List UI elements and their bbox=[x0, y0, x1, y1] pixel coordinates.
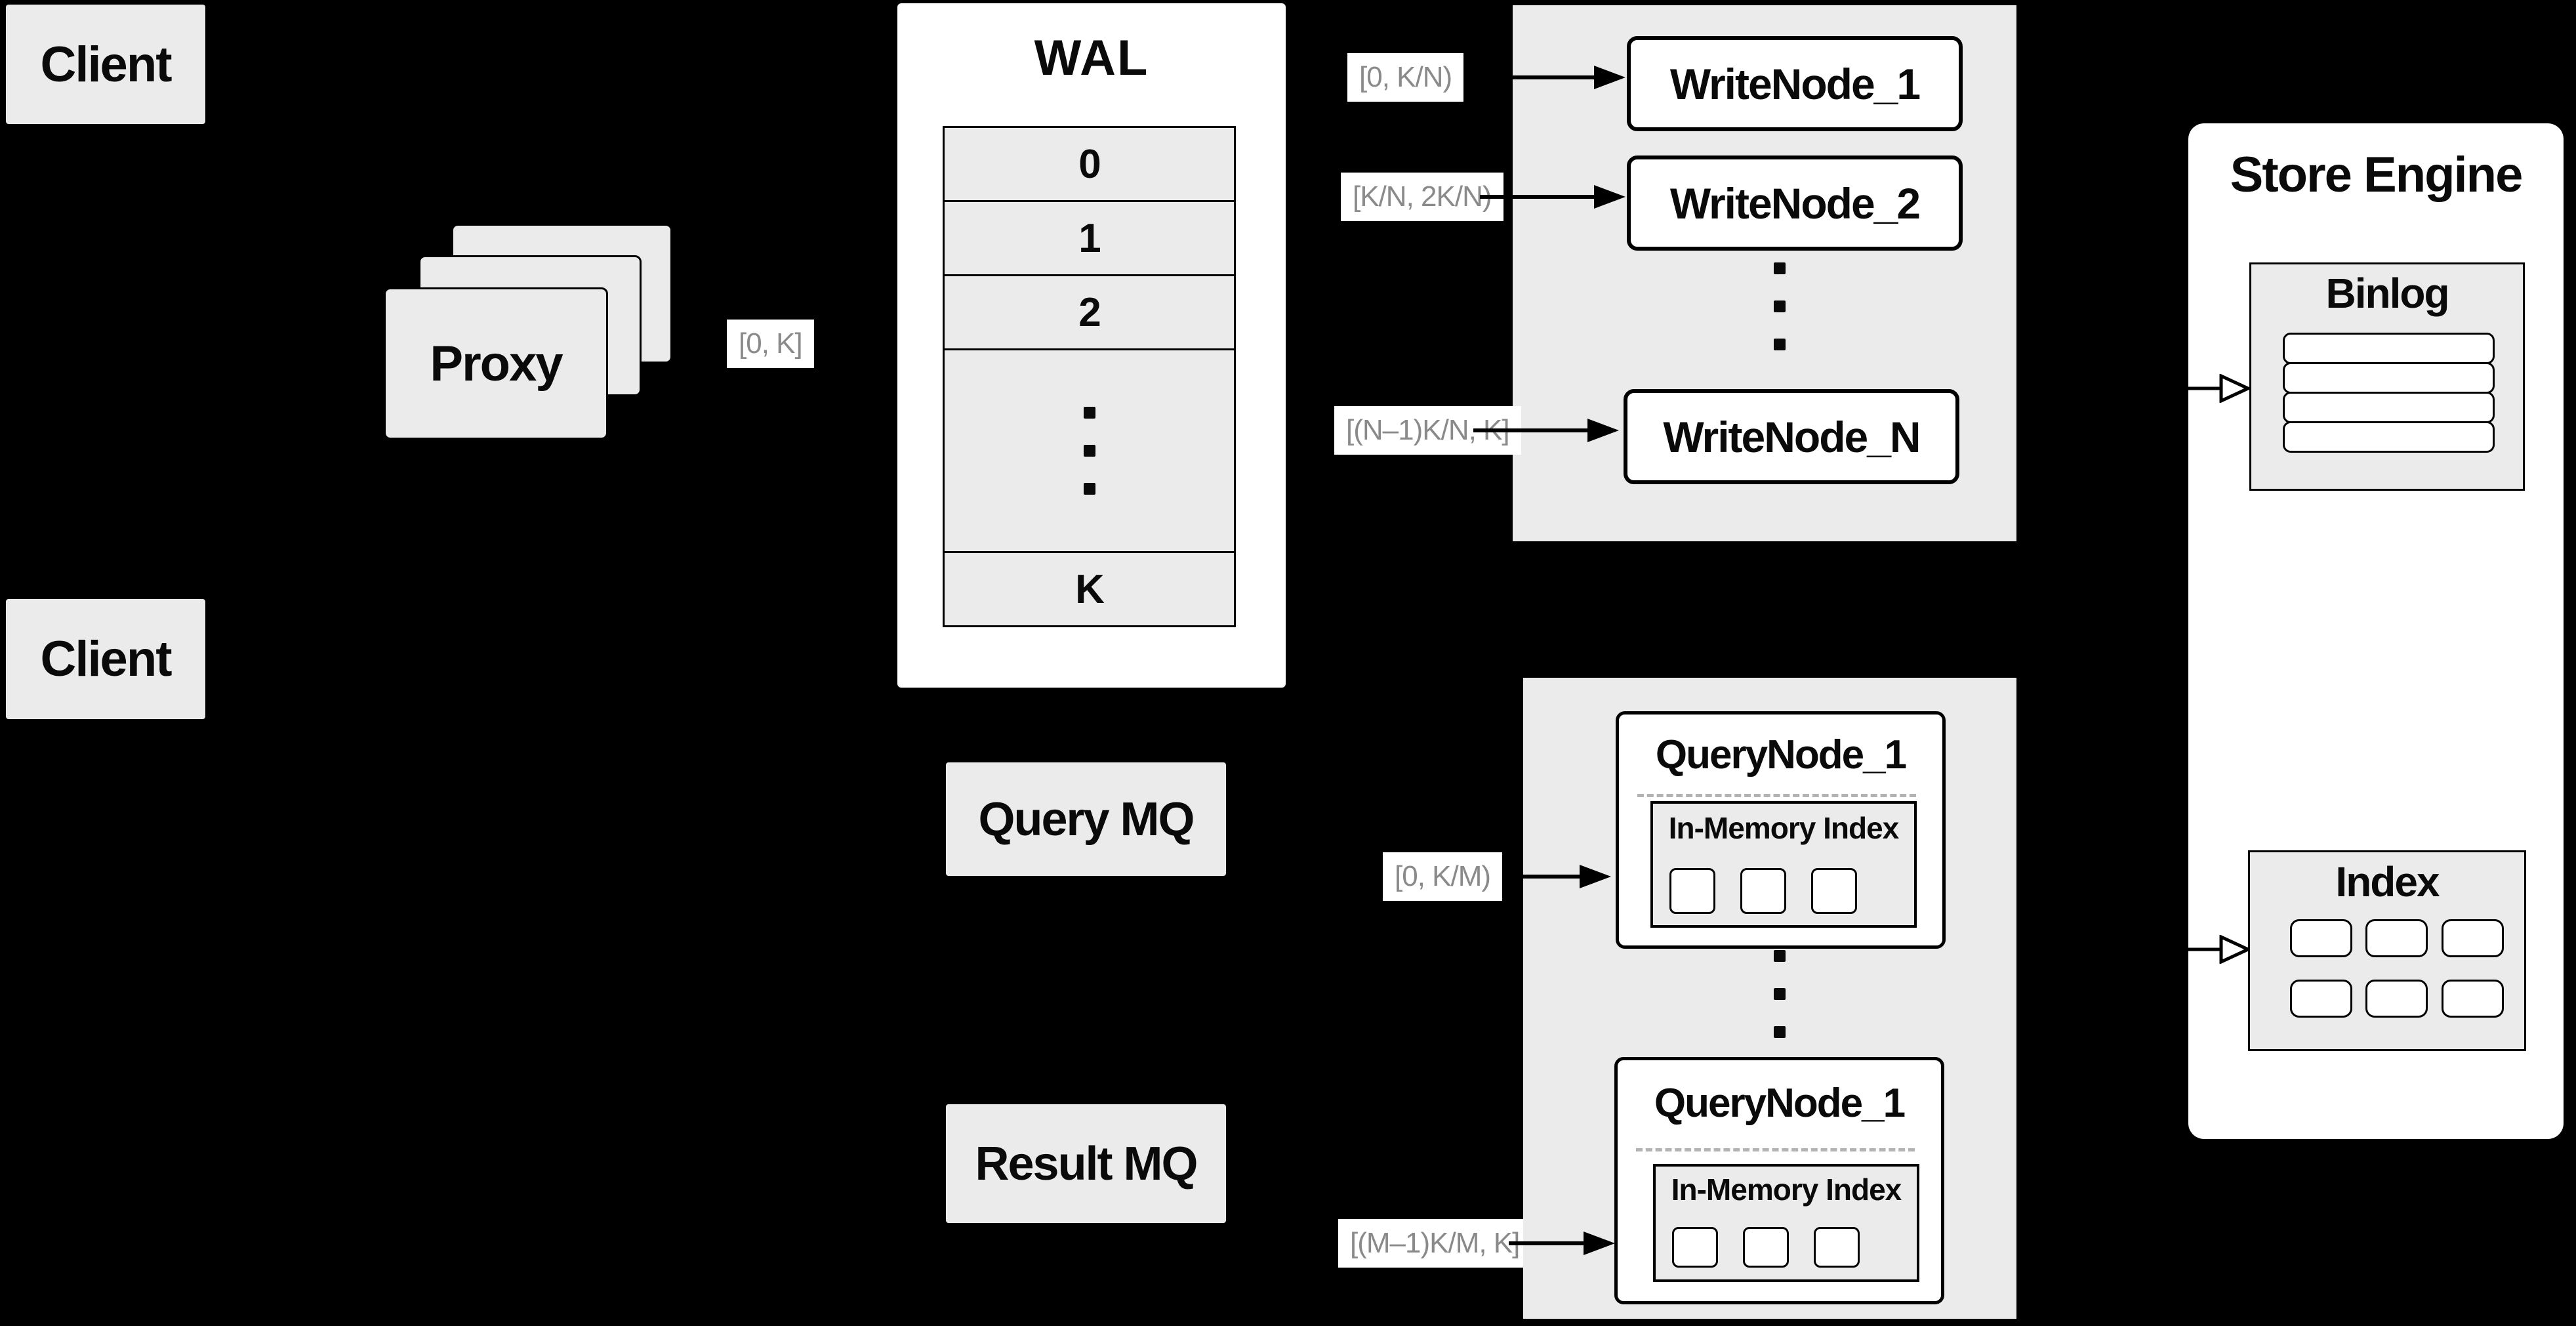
ellipsis-dot bbox=[1083, 483, 1095, 495]
client-top-box: Client bbox=[6, 5, 205, 124]
range-label-query-bottom: [(M–1)K/M, K] bbox=[1338, 1219, 1532, 1268]
in-memory-index-bottom-title-wrap: In-Memory Index bbox=[1656, 1171, 1917, 1209]
query-mq-box: Query MQ bbox=[946, 762, 1226, 876]
in-memory-index-top-title: In-Memory Index bbox=[1668, 811, 1900, 845]
write-node-group: WriteNode_1 WriteNode_2 WriteNode_N bbox=[1513, 5, 2016, 541]
query-node-group: QueryNode_1 In-Memory Index QueryNode_1 bbox=[1523, 678, 2016, 1319]
query-node-ellipsis bbox=[1774, 950, 1786, 1038]
range-label-proxy: [0, K] bbox=[727, 320, 814, 368]
index-segment bbox=[1814, 1227, 1860, 1268]
index-segment bbox=[1672, 1227, 1718, 1268]
in-memory-index-bottom-box: In-Memory Index bbox=[1653, 1164, 1919, 1282]
index-segment bbox=[2365, 980, 2428, 1018]
ellipsis-dot bbox=[1774, 988, 1786, 1000]
write-node-n-box: WriteNode_N bbox=[1624, 389, 1959, 484]
write-node-ellipsis bbox=[1774, 262, 1786, 350]
index-segment bbox=[1743, 1227, 1789, 1268]
ellipsis-dot bbox=[1774, 300, 1786, 312]
wal-table: 0 1 2 K bbox=[943, 126, 1236, 627]
index-segment bbox=[1740, 868, 1786, 914]
ellipsis-dot bbox=[1774, 339, 1786, 350]
store-engine-box: Store Engine Binlog Index bbox=[2188, 123, 2564, 1139]
proxy-box: Proxy bbox=[384, 287, 608, 440]
arrow-shaft-write-n bbox=[1473, 428, 1589, 432]
query-node-top-divider bbox=[1637, 794, 1916, 797]
ellipsis-dot bbox=[1083, 445, 1095, 457]
binlog-rows bbox=[2283, 333, 2495, 453]
wal-cell-0: 0 bbox=[943, 126, 1236, 202]
index-segment bbox=[1811, 868, 1857, 914]
query-node-bottom-divider bbox=[1636, 1148, 1915, 1151]
query-node-bottom-title-wrap: QueryNode_1 bbox=[1618, 1075, 1941, 1131]
wal-cell-k: K bbox=[943, 551, 1236, 627]
binlog-row bbox=[2283, 362, 2495, 394]
client-bottom-box: Client bbox=[6, 599, 205, 719]
query-mq-label: Query MQ bbox=[978, 793, 1195, 846]
arrow-head-query-top bbox=[1580, 865, 1611, 888]
write-node-1-box: WriteNode_1 bbox=[1627, 36, 1963, 131]
index-segment bbox=[2290, 919, 2352, 957]
arrow-head-query-bottom bbox=[1584, 1232, 1615, 1255]
wal-cell-ellipsis bbox=[943, 348, 1236, 553]
wal-box: WAL 0 1 2 K bbox=[897, 3, 1286, 688]
in-memory-index-top-title-wrap: In-Memory Index bbox=[1653, 809, 1914, 847]
wal-title: WAL bbox=[1034, 30, 1149, 86]
range-label-write-1: [0, K/N) bbox=[1347, 53, 1464, 102]
ellipsis-dot bbox=[1083, 407, 1095, 419]
arrow-shaft-query-bottom bbox=[1509, 1241, 1585, 1245]
hollow-arrow-index bbox=[2152, 935, 2250, 964]
ellipsis-dot bbox=[1774, 1026, 1786, 1038]
client-bottom-label: Client bbox=[40, 631, 172, 687]
ellipsis-dot bbox=[1774, 950, 1786, 962]
ellipsis-dot bbox=[1774, 262, 1786, 274]
arrow-shaft-write-2 bbox=[1480, 195, 1595, 199]
query-node-bottom-box: QueryNode_1 In-Memory Index bbox=[1614, 1057, 1944, 1304]
write-node-1-label: WriteNode_1 bbox=[1669, 59, 1921, 108]
index-segment bbox=[2365, 919, 2428, 957]
binlog-title: Binlog bbox=[2325, 270, 2449, 317]
query-node-top-box: QueryNode_1 In-Memory Index bbox=[1616, 711, 1946, 949]
write-node-2-box: WriteNode_2 bbox=[1627, 155, 1963, 251]
binlog-box: Binlog bbox=[2249, 262, 2525, 491]
arrow-shaft-query-top bbox=[1509, 875, 1581, 879]
wal-cell-2: 2 bbox=[943, 274, 1236, 350]
arrow-head-write-n bbox=[1587, 419, 1619, 442]
wal-title-wrap: WAL bbox=[897, 28, 1286, 87]
arrow-head-write-1 bbox=[1594, 66, 1625, 89]
query-node-top-title: QueryNode_1 bbox=[1655, 732, 1907, 777]
arrow-head-write-2 bbox=[1594, 185, 1625, 209]
in-memory-index-top-box: In-Memory Index bbox=[1650, 801, 1917, 928]
result-mq-label: Result MQ bbox=[975, 1137, 1198, 1190]
index-segment bbox=[2442, 980, 2504, 1018]
proxy-label: Proxy bbox=[430, 335, 563, 392]
index-title-wrap: Index bbox=[2250, 858, 2524, 905]
binlog-row bbox=[2283, 392, 2495, 423]
result-mq-box: Result MQ bbox=[946, 1104, 1226, 1223]
query-node-top-title-wrap: QueryNode_1 bbox=[1619, 726, 1942, 783]
in-memory-index-bottom-title: In-Memory Index bbox=[1671, 1172, 1902, 1207]
range-label-query-top: [0, K/M) bbox=[1383, 852, 1503, 901]
write-node-n-label: WriteNode_N bbox=[1663, 412, 1921, 461]
store-engine-title-wrap: Store Engine bbox=[2188, 143, 2564, 206]
binlog-title-wrap: Binlog bbox=[2251, 270, 2523, 317]
arrow-shaft-write-1 bbox=[1480, 75, 1595, 79]
index-box: Index bbox=[2248, 850, 2526, 1051]
binlog-row bbox=[2283, 333, 2495, 364]
index-segment bbox=[2442, 919, 2504, 957]
index-title: Index bbox=[2335, 858, 2440, 905]
binlog-row bbox=[2283, 421, 2495, 453]
client-top-label: Client bbox=[40, 36, 172, 93]
query-node-bottom-title: QueryNode_1 bbox=[1654, 1080, 1906, 1126]
range-label-write-2: [K/N, 2K/N) bbox=[1341, 173, 1503, 221]
index-segment bbox=[1669, 868, 1715, 914]
wal-cell-1: 1 bbox=[943, 200, 1236, 276]
store-engine-title: Store Engine bbox=[2230, 146, 2524, 203]
hollow-arrow-binlog bbox=[2152, 374, 2250, 403]
write-node-2-label: WriteNode_2 bbox=[1669, 178, 1921, 228]
index-segment bbox=[2290, 980, 2352, 1018]
